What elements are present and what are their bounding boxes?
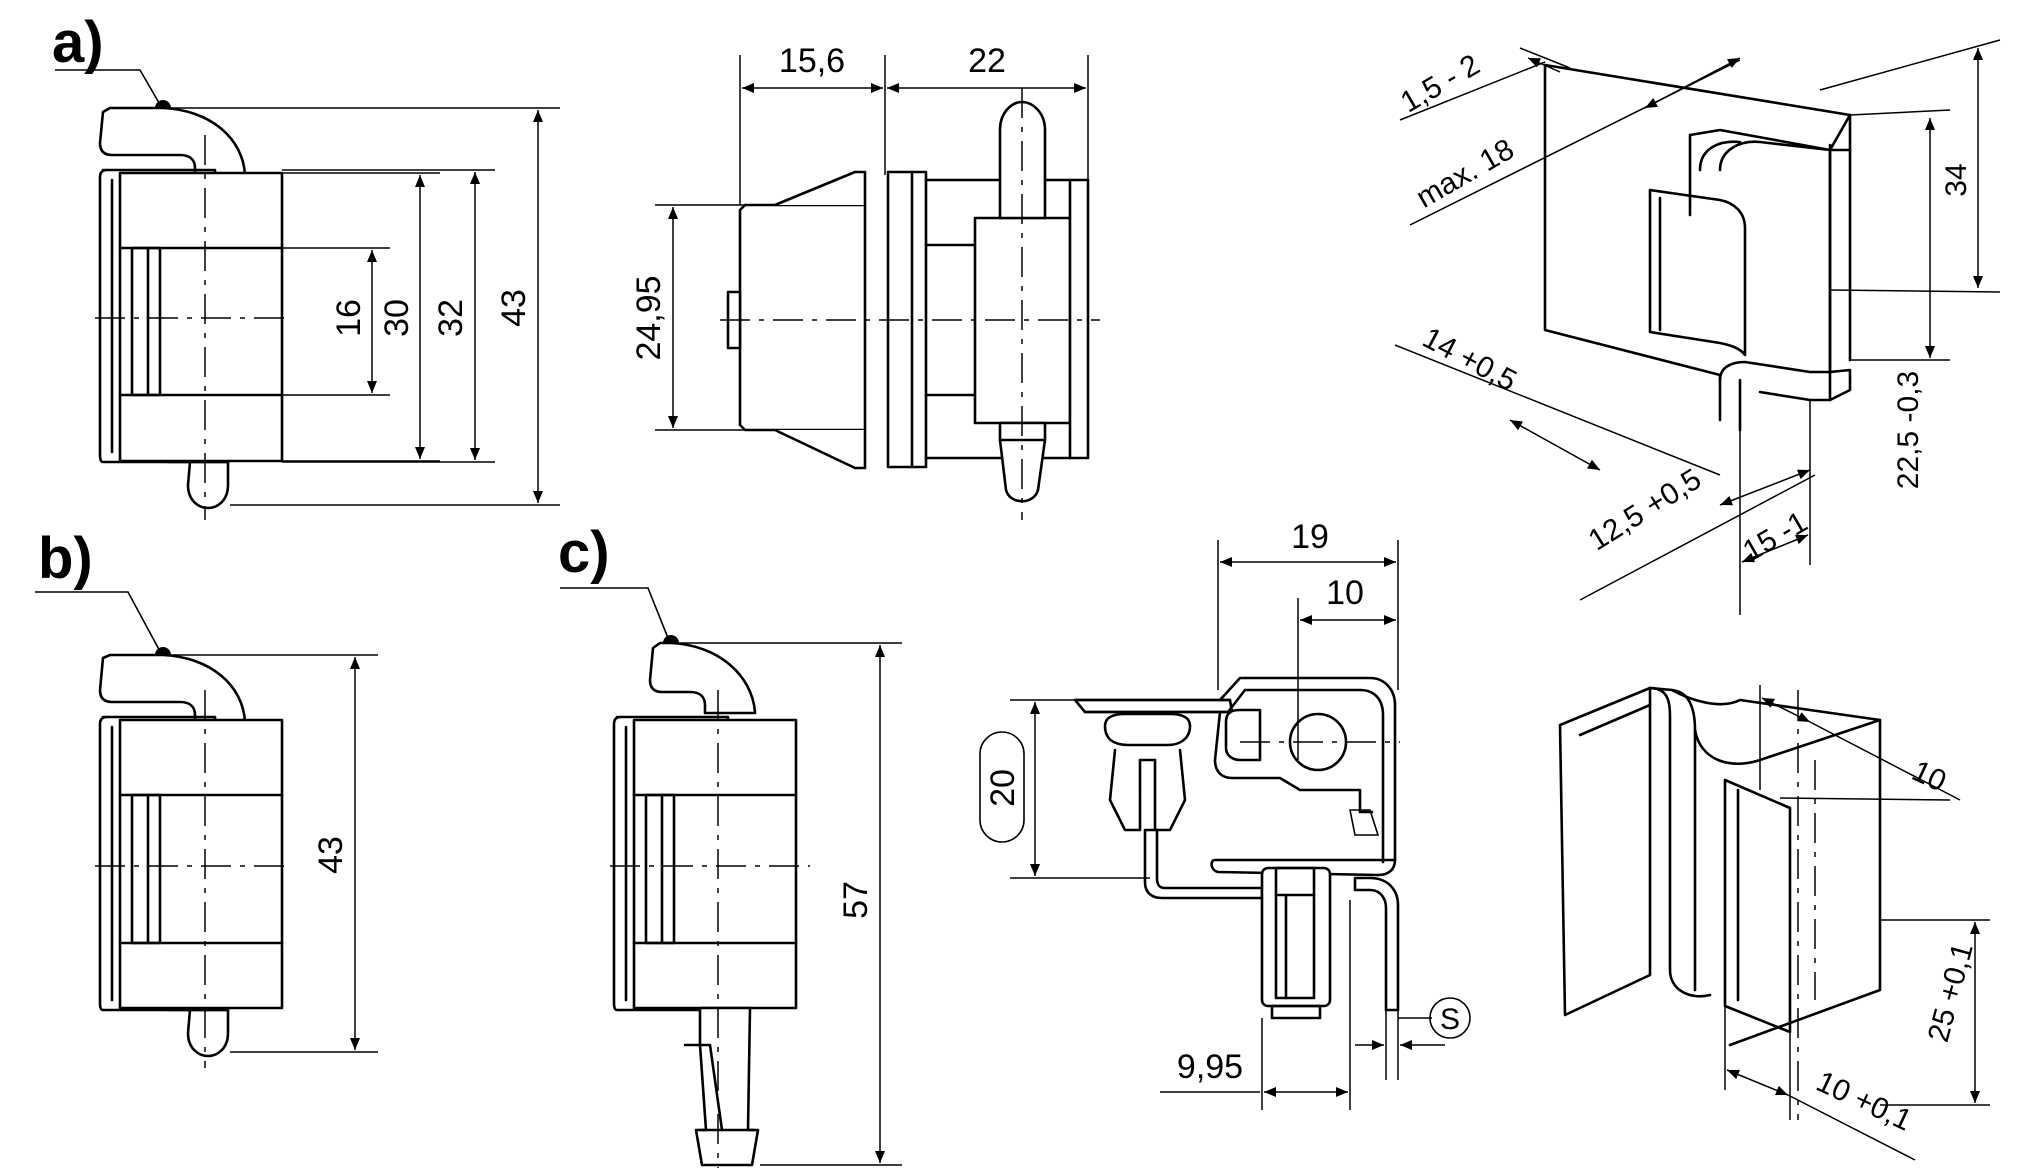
dim-b-43: 43 [312,836,350,874]
view-a-flange [98,168,217,464]
dim-30: 30 [378,299,416,337]
view-b-handle [98,653,247,725]
view-b-body [118,718,284,1010]
cutout-window-bottom [1723,778,1792,1034]
dim-10-01: 10 +0,1 [1811,1065,1916,1138]
s-symbol-circle [1429,997,1471,1039]
dim-1-5-2: 1,5 - 2 [1395,48,1485,119]
dim-15-6: 15,6 [779,42,845,80]
dim-max-18: max. 18 [1411,133,1520,215]
view-cutout-bottom: 10 25 +0,1 10 +0,1 [1558,685,1990,1161]
dim-10: 10 [1326,574,1364,612]
dim-19: 19 [1291,518,1329,556]
dim-32: 32 [432,299,470,337]
dim-22-5: 22,5 -0,3 [1892,371,1925,489]
view-a-leader [55,69,163,109]
dim-43: 43 [495,289,533,327]
section-sheet-bottom [1143,828,1264,900]
section-housing [1218,676,1397,877]
dim-34: 34 [1940,163,1973,196]
view-b-label: b) [38,526,93,591]
dim-24-95: 24,95 [630,275,668,360]
view-a: a) 16 30 32 43 [52,10,560,520]
dim-20: 20 [984,769,1022,807]
view-c: c) 57 [558,520,902,1168]
dim-16: 16 [330,299,368,337]
section-sheet [1073,698,1234,714]
dim-c-57: 57 [837,881,875,919]
dim-22: 22 [968,42,1006,80]
view-a-handle [98,106,247,178]
view-b: b) 43 [35,526,378,1068]
view-c-long-pin [694,1006,760,1167]
view-section: 19 10 20 [979,518,1471,1110]
view-a-label: a) [52,10,104,75]
cutout-window [1648,188,1747,357]
view-c-label: c) [558,520,610,585]
dim-20-frame [979,731,1025,843]
view-a-pin [186,460,230,510]
section-clip-head [1103,712,1192,747]
view-side: 15,6 22 24,95 [630,42,1100,520]
dim-s: S [1440,1003,1460,1036]
view-c-body [632,718,798,1010]
side-handle-body [738,203,867,432]
view-a-body [118,171,284,463]
section-latch [1260,866,1332,1008]
view-c-handle [648,641,757,715]
dim-15-1: 15 -1 [1737,505,1813,568]
view-cutout-top: 1,5 - 2 max. 18 34 14 +0,5 22,5 -0,3 12,… [1394,39,2001,615]
dim-9-95: 9,95 [1177,1048,1243,1086]
dim-25-01: 25 +0,1 [1922,940,1980,1046]
